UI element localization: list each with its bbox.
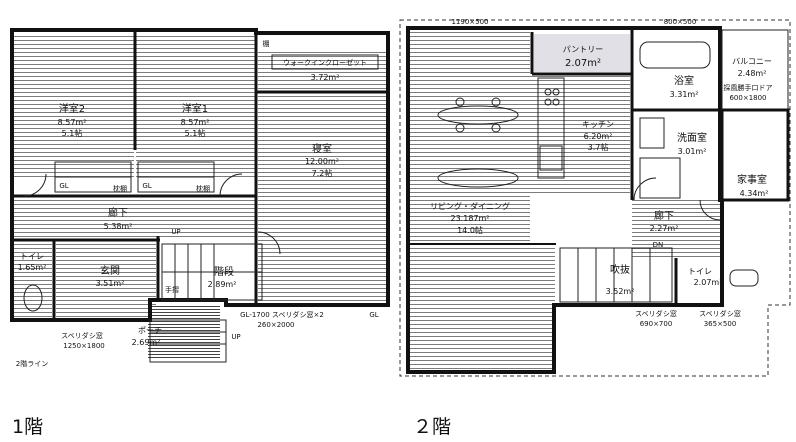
note-entrance-window: スベリダシ窓	[61, 331, 103, 340]
area-shinshitsu: 12.00m²	[305, 157, 339, 166]
label-toilet2: トイレ	[688, 267, 712, 276]
note-gl1: GL	[59, 182, 68, 190]
area-rouka1: 5.38m²	[104, 222, 133, 231]
area-kitchen: 6.20m²	[584, 132, 613, 141]
area-toilet2: 2.07m²	[694, 278, 723, 287]
note-tana: 棚	[263, 39, 270, 48]
label-bath: 浴室	[674, 74, 694, 87]
area-bath: 3.31m²	[670, 90, 699, 99]
note-tesuri: 手摺	[165, 285, 179, 294]
note-makura1: 枕棚	[113, 184, 127, 193]
tatami-youshitsu2: 5.1帖	[62, 128, 83, 138]
label-toilet1: トイレ	[20, 252, 44, 261]
note-dn: DN	[653, 241, 664, 249]
note-balcony-size: 600×1800	[729, 94, 766, 102]
note-gl2: GL	[142, 182, 151, 190]
floor1-caption: 1階	[12, 416, 44, 438]
area-fukinuke: 3.52m²	[606, 287, 635, 296]
label-youshitsu2: 洋室2	[59, 102, 85, 115]
note-top-dim2: 800×500	[664, 18, 697, 26]
tatami-ldk: 14.0帖	[457, 225, 483, 235]
note-makura2: 枕棚	[196, 184, 210, 193]
area-rouka2: 2.27m²	[650, 224, 679, 233]
label-ldk: リビング・ダイニング	[430, 201, 510, 211]
area-ldk: 23.187m²	[451, 214, 490, 223]
label-fukinuke: 吹抜	[610, 263, 630, 276]
tatami-kitchen: 3.7帖	[588, 142, 609, 152]
note-win2: スベリダシ窓	[699, 309, 741, 318]
note-top-dim: 1190×500	[451, 18, 488, 26]
note-win1: スベリダシ窓	[635, 309, 677, 318]
room-toilet1-floor	[14, 242, 52, 318]
room-porch-floor	[148, 306, 220, 360]
note-window: GL-1700 スベリダシ窓×2	[240, 310, 324, 319]
room-youshitsu2-floor	[14, 33, 134, 178]
label-wic: ウォークインクローゼット	[283, 58, 367, 67]
floor2-plan: 1190×500 800×500 パントリー 2.07m² 浴室 3.31m² …	[399, 18, 791, 377]
room-kitchen-floor	[530, 76, 630, 196]
room-rouka2-floor	[632, 200, 722, 260]
label-shinshitsu: 寝室	[312, 142, 332, 155]
note-up2: UP	[231, 333, 240, 341]
area-youshitsu2: 8.57m²	[58, 118, 87, 127]
label-balcony: バルコニー	[732, 57, 772, 66]
room-youshitsu1-floor	[136, 33, 256, 178]
label-youshitsu1: 洋室1	[182, 102, 208, 115]
stairs-floor1	[161, 243, 263, 301]
floor2-caption: ２階	[413, 416, 452, 438]
area-toilet1: 1.65m²	[18, 263, 47, 272]
room-shinshitsu-floor	[258, 93, 386, 303]
area-genkan: 3.51m²	[96, 279, 125, 288]
tatami-shinshitsu: 7.2帖	[312, 168, 333, 178]
note-entrance-window-size: 1250×1800	[63, 342, 105, 350]
note-gl-right: GL	[369, 311, 378, 319]
area-balcony: 2.48m²	[738, 69, 767, 78]
note-line2f: 2階ライン	[16, 359, 48, 368]
note-window-size: 260×2000	[257, 321, 294, 329]
room-pantry-floor	[534, 34, 630, 72]
label-porch: ポーチ	[138, 326, 162, 335]
area-youshitsu1: 8.57m²	[181, 118, 210, 127]
room-wic-floor	[258, 50, 386, 92]
stairs-floor2	[559, 247, 673, 303]
label-pantry: パントリー	[563, 45, 603, 54]
label-rouka1: 廊下	[108, 206, 128, 219]
note-win2-size: 365×500	[704, 320, 737, 328]
label-kitchen: キッチン	[582, 120, 614, 129]
tatami-youshitsu1: 5.1帖	[185, 128, 206, 138]
room-fukinuke-floor	[410, 245, 555, 370]
area-porch: 2.69m²	[132, 338, 161, 347]
room-genkan-floor	[56, 242, 156, 318]
room-rouka-floor	[14, 198, 256, 238]
label-kajishitsu: 家事室	[737, 173, 767, 186]
note-balcony-rail: 採風勝手口ドア	[724, 83, 773, 92]
area-wic: 3.72m²	[311, 73, 340, 82]
floor1-plan: 洋室2 8.57m² 5.1帖 洋室1 8.57m² 5.1帖 寝室 12.00…	[10, 28, 390, 368]
note-up1: UP	[171, 228, 180, 236]
area-kaidan: 2.89m²	[208, 280, 237, 289]
label-genkan: 玄関	[100, 264, 120, 277]
area-senmen: 3.01m²	[678, 147, 707, 156]
label-kaidan: 階段	[214, 265, 234, 278]
label-rouka2: 廊下	[654, 209, 674, 222]
area-kajishitsu: 4.34m²	[740, 189, 769, 198]
note-win1-size: 690×700	[640, 320, 673, 328]
label-senmen: 洗面室	[677, 131, 707, 144]
area-pantry: 2.07m²	[565, 58, 601, 69]
